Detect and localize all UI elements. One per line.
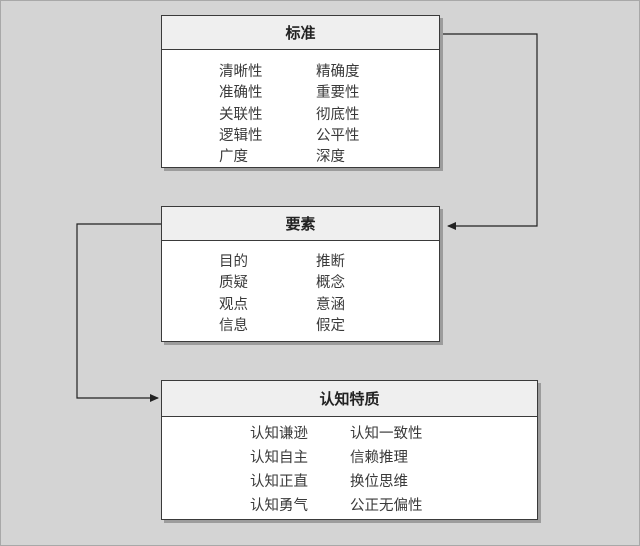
- list-item: 认知谦逊: [250, 426, 308, 442]
- list-item: 信息: [219, 317, 248, 334]
- list-item: 意涵: [316, 296, 345, 313]
- elements-items: 目的 推断 质疑 概念 观点 意涵 信息 假定: [219, 250, 406, 335]
- list-item: 认知一致性: [350, 426, 423, 442]
- traits-title: 认知特质: [162, 381, 537, 417]
- standards-title: 标准: [162, 16, 439, 50]
- list-item: 深度: [316, 149, 345, 166]
- list-item: 关联性: [219, 106, 263, 123]
- list-item: 目的: [219, 254, 248, 270]
- elements-title: 要素: [162, 207, 439, 241]
- standards-box: 标准 清晰性 精确度 准确性 重要性 关联性 彻底性 逻辑性 公平性 广度 深度: [161, 15, 440, 168]
- list-item: 假定: [316, 317, 345, 334]
- arrow-elements-to-traits: [76, 223, 161, 402]
- list-item: 公正无偏性: [350, 498, 423, 514]
- list-item: 公平性: [316, 127, 360, 144]
- elements-box: 要素 目的 推断 质疑 概念 观点 意涵 信息 假定: [161, 206, 440, 342]
- list-item: 逻辑性: [219, 127, 263, 144]
- list-item: 认知自主: [250, 450, 308, 466]
- arrow-standards-to-elements: [440, 33, 538, 230]
- list-item: 信赖推理: [350, 450, 408, 466]
- traits-items: 认知谦逊 认知一致性 认知自主 信赖推理 认知正直 换位思维 认知勇气 公正无偏…: [250, 422, 460, 518]
- list-item: 认知正直: [250, 474, 308, 490]
- list-item: 换位思维: [350, 474, 408, 490]
- list-item: 重要性: [316, 85, 360, 102]
- list-item: 质疑: [219, 275, 248, 292]
- list-item: 广度: [219, 149, 248, 166]
- traits-box: 认知特质 认知谦逊 认知一致性 认知自主 信赖推理 认知正直 换位思维 认知勇气…: [161, 380, 538, 520]
- list-item: 清晰性: [219, 64, 263, 80]
- list-item: 推断: [316, 254, 345, 270]
- standards-items: 清晰性 精确度 准确性 重要性 关联性 彻底性 逻辑性 公平性 广度 深度: [219, 60, 406, 166]
- list-item: 准确性: [219, 85, 263, 102]
- list-item: 彻底性: [316, 106, 360, 123]
- list-item: 观点: [219, 296, 248, 313]
- list-item: 认知勇气: [250, 498, 308, 514]
- list-item: 精确度: [316, 64, 360, 80]
- list-item: 概念: [316, 275, 345, 292]
